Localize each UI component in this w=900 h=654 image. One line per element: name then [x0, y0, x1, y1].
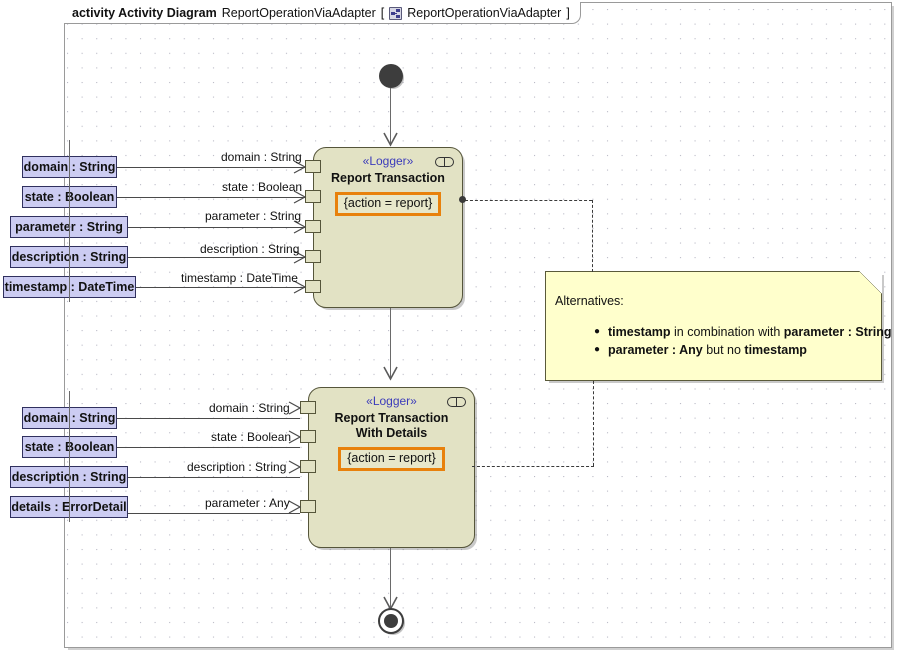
action1-tag: {action = report}: [334, 192, 442, 216]
pin-parameter-2[interactable]: [300, 500, 316, 513]
action-report-transaction[interactable]: «Logger» Report Transaction {action = re…: [313, 147, 463, 308]
arrowhead-description-1: [293, 250, 307, 264]
edge-timestamp-1: [136, 287, 305, 288]
edge-domain-1: [117, 167, 305, 168]
note-item-2-part1: parameter : Any: [608, 343, 703, 357]
note-item-1-part1: timestamp: [608, 325, 671, 339]
param-spine-top: [69, 140, 70, 302]
edge-parameter-1: [128, 227, 305, 228]
action1-stereotype: «Logger»: [362, 154, 414, 168]
note-item-1: timestamp in combination with parameter …: [594, 323, 891, 341]
note-item-2: parameter : Any but no timestamp: [594, 341, 891, 359]
note-item-list: timestamp in combination with parameter …: [594, 323, 891, 359]
pin-description-1[interactable]: [305, 250, 321, 263]
note-item-2-part3: timestamp: [744, 343, 807, 357]
edge-description-1: [128, 257, 305, 258]
frame-bracket-open: [: [380, 5, 385, 20]
arrowhead-timestamp-1: [293, 280, 307, 294]
action1-title: Report Transaction: [331, 171, 445, 185]
pin-timestamp-1[interactable]: [305, 280, 321, 293]
frame-bracket-close: ]: [566, 5, 570, 20]
edge-parameter-2: [128, 513, 300, 514]
arrowhead-domain-2: [288, 401, 302, 415]
edge-state-1: [117, 197, 305, 198]
arrowhead-state-2: [288, 430, 302, 444]
activity-diagram-icon: [389, 7, 403, 20]
edge-description-2: [128, 477, 300, 478]
edge-label-domain-1: domain : String: [221, 150, 302, 164]
note-anchor-lower-vertical: [593, 381, 594, 466]
note-item-1-part3: parameter : String: [783, 325, 892, 339]
edge-label-domain-2: domain : String: [209, 401, 290, 415]
frame-name: ReportOperationViaAdapter: [221, 5, 376, 20]
pin-domain-2[interactable]: [300, 401, 316, 414]
arrowhead-parameter-2: [288, 500, 302, 514]
note-anchor-upper-vertical: [592, 200, 593, 272]
edge-domain-2: [117, 418, 300, 419]
arrowhead-state-1: [293, 190, 307, 204]
action2-title-line2: With Details: [355, 426, 428, 440]
action2-stereotype: «Logger»: [366, 394, 417, 408]
call-behavior-icon: [447, 397, 466, 407]
edge-action1-to-action2: [390, 308, 391, 378]
frame-qualifier: ReportOperationViaAdapter: [407, 5, 562, 20]
edge-action2-to-final: [390, 548, 391, 608]
anchor-dot-action1: [459, 196, 466, 203]
note-item-2-part2: but no: [702, 343, 745, 357]
action-report-transaction-with-details[interactable]: «Logger» Report Transaction With Details…: [308, 387, 475, 548]
call-behavior-icon: [435, 157, 454, 167]
edge-state-2: [117, 447, 300, 448]
param-spine-bottom: [69, 391, 70, 522]
note-title: Alternatives:: [555, 294, 624, 308]
frame-keyword: activity Activity Diagram: [72, 5, 217, 20]
pin-description-2[interactable]: [300, 460, 316, 473]
arrowhead-initial-to-action1: [383, 132, 398, 147]
edge-label-parameter-2: parameter : Any: [205, 496, 290, 510]
edge-label-state-1: state : Boolean: [222, 180, 303, 194]
arrowhead-action1-to-action2: [383, 366, 398, 381]
pin-domain-1[interactable]: [305, 160, 321, 173]
diagram-frame-title: activity Activity Diagram ReportOperatio…: [64, 2, 581, 24]
initial-node[interactable]: [379, 64, 403, 88]
action2-tag: {action = report}: [338, 447, 445, 471]
note-anchor-lower-horizontal: [472, 466, 594, 467]
arrowhead-parameter-1: [293, 220, 307, 234]
edge-label-description-1: description : String: [200, 242, 300, 256]
alternatives-note[interactable]: Alternatives: timestamp in combination w…: [545, 271, 891, 381]
edge-label-state-2: state : Boolean: [211, 430, 292, 444]
pin-parameter-1[interactable]: [305, 220, 321, 233]
pin-state-1[interactable]: [305, 190, 321, 203]
edge-label-parameter-1: parameter : String: [205, 209, 302, 223]
edge-label-timestamp-1: timestamp : DateTime: [181, 271, 298, 285]
note-anchor-upper-horizontal: [465, 200, 592, 201]
arrowhead-description-2: [288, 460, 302, 474]
note-fold-corner: [859, 271, 882, 294]
arrowhead-domain-1: [293, 160, 307, 174]
edge-label-description-2: description : String: [187, 460, 287, 474]
final-node[interactable]: [378, 608, 404, 634]
pin-state-2[interactable]: [300, 430, 316, 443]
note-item-1-part2: in combination with: [670, 325, 784, 339]
action2-title-line1: Report Transaction: [334, 411, 449, 425]
edge-initial-to-action1: [390, 88, 391, 146]
